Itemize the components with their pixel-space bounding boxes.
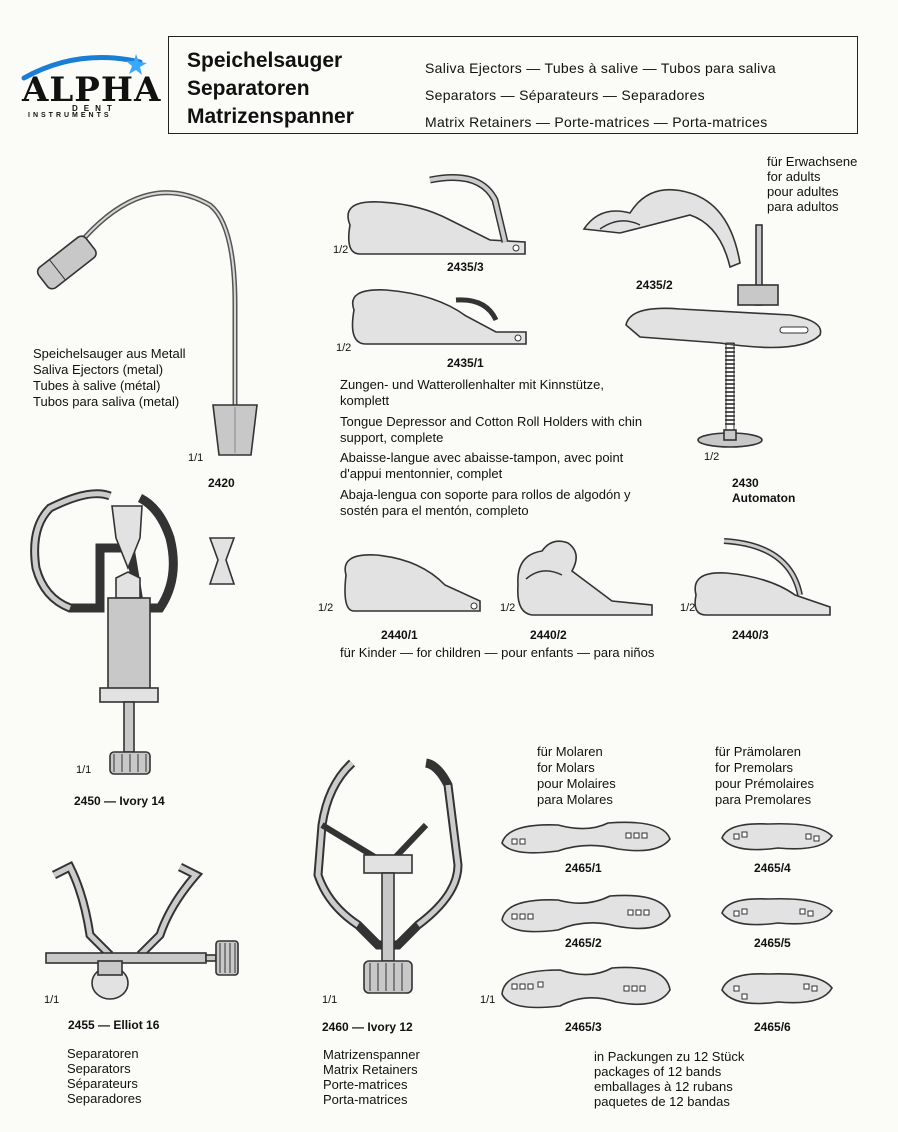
- band-2465-3-illustration: [501, 966, 671, 1009]
- ejector-scale: 1/1: [188, 452, 204, 464]
- logo-swoosh-icon: [21, 54, 147, 81]
- depressor-desc-es-2: sostén para el mentón, completo: [340, 503, 529, 518]
- logo-brand: ALPHA: [22, 70, 162, 110]
- bands-molars-es: para Molares: [537, 792, 613, 807]
- children-2440-1-illustration: [344, 554, 481, 612]
- logo-sub2: INSTRUMENTS: [28, 112, 112, 119]
- depressor-desc-fr-1: Abaisse-langue avec abaisse-tampon, avec…: [340, 450, 624, 465]
- children-2440-2-illustration: [516, 540, 653, 616]
- depressor-desc-es-1: Abaja-lengua con soporte para rollos de …: [340, 487, 631, 502]
- depressor-2435-2-code: 2435/2: [636, 278, 673, 292]
- elliot-16-desc-es: Separadores: [67, 1091, 142, 1106]
- ivory-14-scale: 1/1: [76, 764, 92, 776]
- depressor-2435-1-illustration: [351, 289, 527, 345]
- header-title-de-3: Matrizenspanner: [187, 105, 354, 128]
- logo: ALPHA DENT INSTRUMENTS: [18, 50, 160, 120]
- band-2465-6-code: 2465/6: [754, 1020, 791, 1034]
- ivory-14-label: 2450 — Ivory 14: [74, 794, 165, 808]
- band-2465-4-code: 2465/4: [754, 861, 791, 875]
- elliot-16-label: 2455 — Elliot 16: [68, 1018, 160, 1032]
- elliot-16-desc-en: Separators: [67, 1061, 131, 1076]
- ivory-12-desc-fr: Porte-matrices: [323, 1077, 408, 1092]
- ivory-12-desc-de: Matrizenspanner: [323, 1047, 420, 1062]
- automaton-scale: 1/2: [704, 451, 720, 463]
- depressor-desc-de-2: komplett: [340, 393, 390, 408]
- ivory-12-illustration: [313, 758, 463, 994]
- children-2440-3-illustration: [694, 538, 831, 616]
- depressor-2435-3-scale: 1/2: [333, 244, 349, 256]
- header-title-ml-2: Separators — Séparateurs — Separadores: [425, 87, 705, 103]
- depressor-desc-de-1: Zungen- und Watterollenhalter mit Kinnst…: [340, 377, 604, 392]
- elliot-16-desc-de: Separatoren: [67, 1046, 139, 1061]
- depressor-2435-3-illustration: [347, 174, 526, 255]
- bands-molars-fr: pour Molaires: [537, 776, 616, 791]
- depressor-desc-en-1: Tongue Depressor and Cotton Roll Holders…: [340, 414, 643, 429]
- elliot-16-illustration: [45, 860, 239, 1000]
- depressor-2435-1-scale: 1/2: [336, 342, 352, 354]
- bands-molars-de: für Molaren: [537, 744, 603, 759]
- ivory-12-desc-en: Matrix Retainers: [323, 1062, 418, 1077]
- bands-packaging-fr: emballages à 12 rubans: [594, 1079, 733, 1094]
- header-title-ml-3: Matrix Retainers — Porte-matrices — Port…: [425, 114, 768, 130]
- automaton-name: Automaton: [732, 491, 796, 505]
- ivory-12-desc-es: Porta-matrices: [323, 1092, 408, 1107]
- children-2440-3-code: 2440/3: [732, 628, 769, 642]
- band-2465-2-code: 2465/2: [565, 936, 602, 950]
- header-title-de-1: Speichelsauger: [187, 49, 343, 72]
- depressor-desc-fr-2: d'appui mentonnier, complet: [340, 466, 503, 481]
- header-title-ml-1: Saliva Ejectors — Tubes à salive — Tubos…: [425, 60, 776, 76]
- bands-packaging-es: paquetes de 12 bandas: [594, 1094, 730, 1109]
- children-caption: für Kinder — for children — pour enfants…: [340, 645, 655, 660]
- bands-packaging-de: in Packungen zu 12 Stück: [594, 1049, 745, 1064]
- bands-premolars-fr: pour Prémolaires: [715, 776, 814, 791]
- depressor-2435-3-code: 2435/3: [447, 260, 484, 274]
- depressor-2435-1-code: 2435/1: [447, 356, 484, 370]
- bands-scale: 1/1: [480, 994, 496, 1006]
- ivory-14-illustration: [30, 489, 178, 775]
- ivory-14-tip-detail-illustration: [208, 537, 236, 585]
- automaton-2430-illustration: [625, 224, 822, 448]
- depressor-2435-2-illustration: [582, 189, 741, 269]
- ejector-desc-3: Tubes à salive (métal): [33, 378, 161, 393]
- band-2465-4-illustration: [721, 822, 834, 851]
- depressor-desc-en-2: support, complete: [340, 430, 444, 445]
- children-2440-2-scale: 1/2: [500, 602, 516, 614]
- band-2465-1-illustration: [501, 821, 671, 854]
- ejector-desc-4: Tubos para saliva (metal): [33, 394, 180, 409]
- band-2465-3-code: 2465/3: [565, 1020, 602, 1034]
- band-2465-6-illustration: [721, 972, 833, 1005]
- ejector-desc-1: Speichelsauger aus Metall: [33, 346, 186, 361]
- bands-premolars-es: para Premolares: [715, 792, 812, 807]
- ivory-12-label: 2460 — Ivory 12: [322, 1020, 413, 1034]
- bands-premolars-de: für Prämolaren: [715, 744, 801, 759]
- ivory-12-scale: 1/1: [322, 994, 338, 1006]
- band-2465-2-illustration: [501, 894, 671, 933]
- band-2465-5-illustration: [721, 897, 834, 926]
- elliot-16-desc-fr: Séparateurs: [67, 1076, 138, 1091]
- band-2465-5-code: 2465/5: [754, 936, 791, 950]
- bands-premolars-en: for Premolars: [715, 760, 794, 775]
- children-2440-1-code: 2440/1: [381, 628, 418, 642]
- saliva-ejector-illustration: [36, 190, 258, 456]
- header-title-de-2: Separatoren: [187, 77, 310, 100]
- bands-packaging-en: packages of 12 bands: [594, 1064, 722, 1079]
- header-box: Speichelsauger Separatoren Matrizenspann…: [168, 36, 858, 134]
- children-2440-1-scale: 1/2: [318, 602, 334, 614]
- elliot-16-scale: 1/1: [44, 994, 60, 1006]
- ejector-desc-2: Saliva Ejectors (metal): [33, 362, 164, 377]
- automaton-code: 2430: [732, 476, 759, 490]
- adults-es: para adultos: [767, 199, 839, 214]
- children-2440-3-scale: 1/2: [680, 602, 696, 614]
- children-2440-2-code: 2440/2: [530, 628, 567, 642]
- logo-sub1: DENT: [72, 104, 118, 113]
- adults-fr: pour adultes: [767, 184, 839, 199]
- bands-molars-en: for Molars: [537, 760, 595, 775]
- ejector-code: 2420: [208, 476, 235, 490]
- adults-de: für Erwachsene: [767, 154, 858, 169]
- band-2465-1-code: 2465/1: [565, 861, 602, 875]
- adults-en: for adults: [767, 169, 821, 184]
